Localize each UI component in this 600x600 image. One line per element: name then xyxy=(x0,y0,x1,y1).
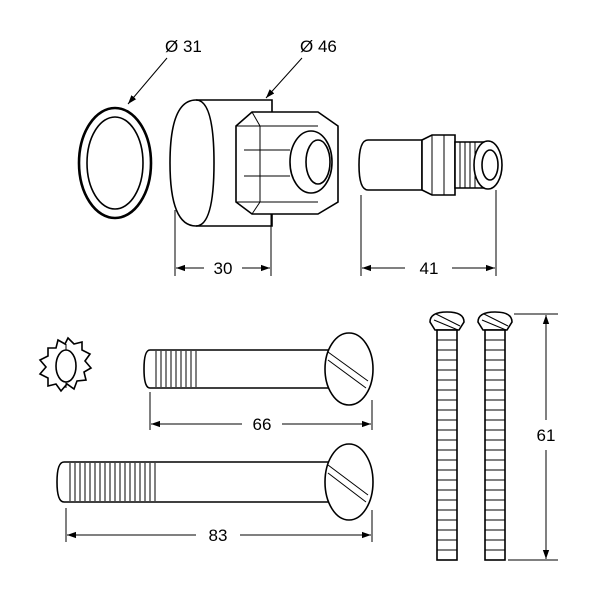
screw-thin-left xyxy=(429,311,465,561)
spindle-extension xyxy=(358,134,503,196)
screw-short-dimension: 66 xyxy=(149,392,373,434)
screw-thin-right xyxy=(477,311,513,561)
screw-long-length-label: 83 xyxy=(209,526,228,545)
o-ring-diameter-callout: Ø 31 xyxy=(127,37,202,105)
screw-long-dimension: 83 xyxy=(65,508,373,545)
nut-diameter-label: Ø 46 xyxy=(300,37,337,56)
screw-short-length-label: 66 xyxy=(253,415,272,434)
screw-short xyxy=(143,332,374,406)
nut-length-dimension: 30 xyxy=(174,210,272,278)
screw-thin-dimension: 61 xyxy=(508,313,558,561)
screw-thin-length-label: 61 xyxy=(537,426,556,445)
spindle-length-label: 41 xyxy=(420,259,439,278)
spindle-length-dimension: 41 xyxy=(360,190,497,278)
o-ring xyxy=(77,106,153,220)
hex-nut xyxy=(169,99,339,227)
screw-long xyxy=(56,443,374,521)
nut-length-label: 30 xyxy=(214,259,233,278)
lock-washer xyxy=(38,336,93,393)
o-ring-diameter-label: Ø 31 xyxy=(165,37,202,56)
nut-diameter-callout: Ø 46 xyxy=(265,37,337,99)
